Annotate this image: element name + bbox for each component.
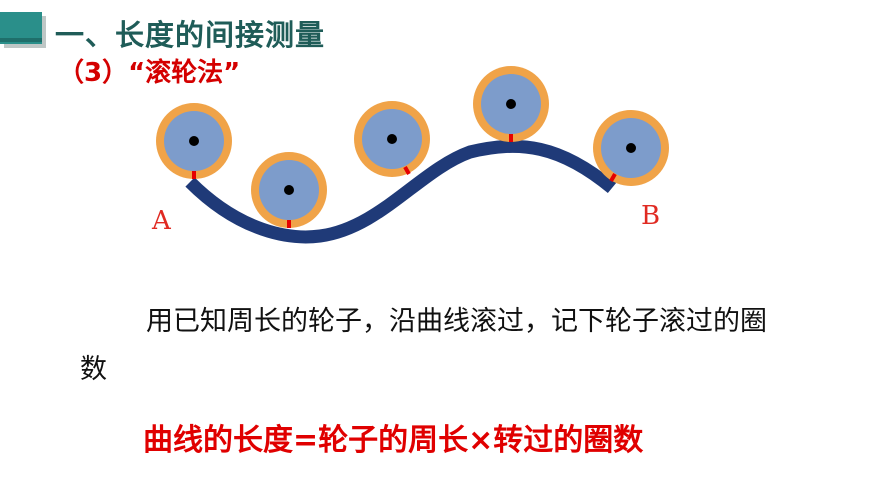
end-point-label: B	[641, 201, 660, 231]
wheel-2	[251, 152, 327, 228]
measured-curve	[185, 139, 617, 244]
section-title: 一、长度的间接测量	[55, 18, 326, 52]
wheel-4	[473, 66, 549, 142]
wheel-3-axle	[387, 134, 397, 144]
wheel-5	[593, 110, 669, 186]
method-subtitle: （3）“滚轮法”	[58, 58, 241, 88]
start-point-label: A	[151, 206, 172, 236]
wheel-3	[354, 101, 430, 177]
wheel-5-axle	[626, 143, 636, 153]
wheel-5-contact-mark	[609, 173, 617, 182]
title-decoration-line	[0, 38, 42, 42]
method-description: 用已知周长的轮子，沿曲线滚过，记下轮子滚过的圈数	[80, 306, 767, 385]
wheel-4-axle	[506, 99, 516, 109]
length-formula: 曲线的长度=轮子的周长×转过的圈数	[143, 423, 644, 458]
wheel-1-axle	[189, 136, 199, 146]
wheel-2-axle	[284, 185, 294, 195]
wheel-3-contact-mark	[403, 166, 411, 175]
wheel-1	[156, 103, 232, 179]
